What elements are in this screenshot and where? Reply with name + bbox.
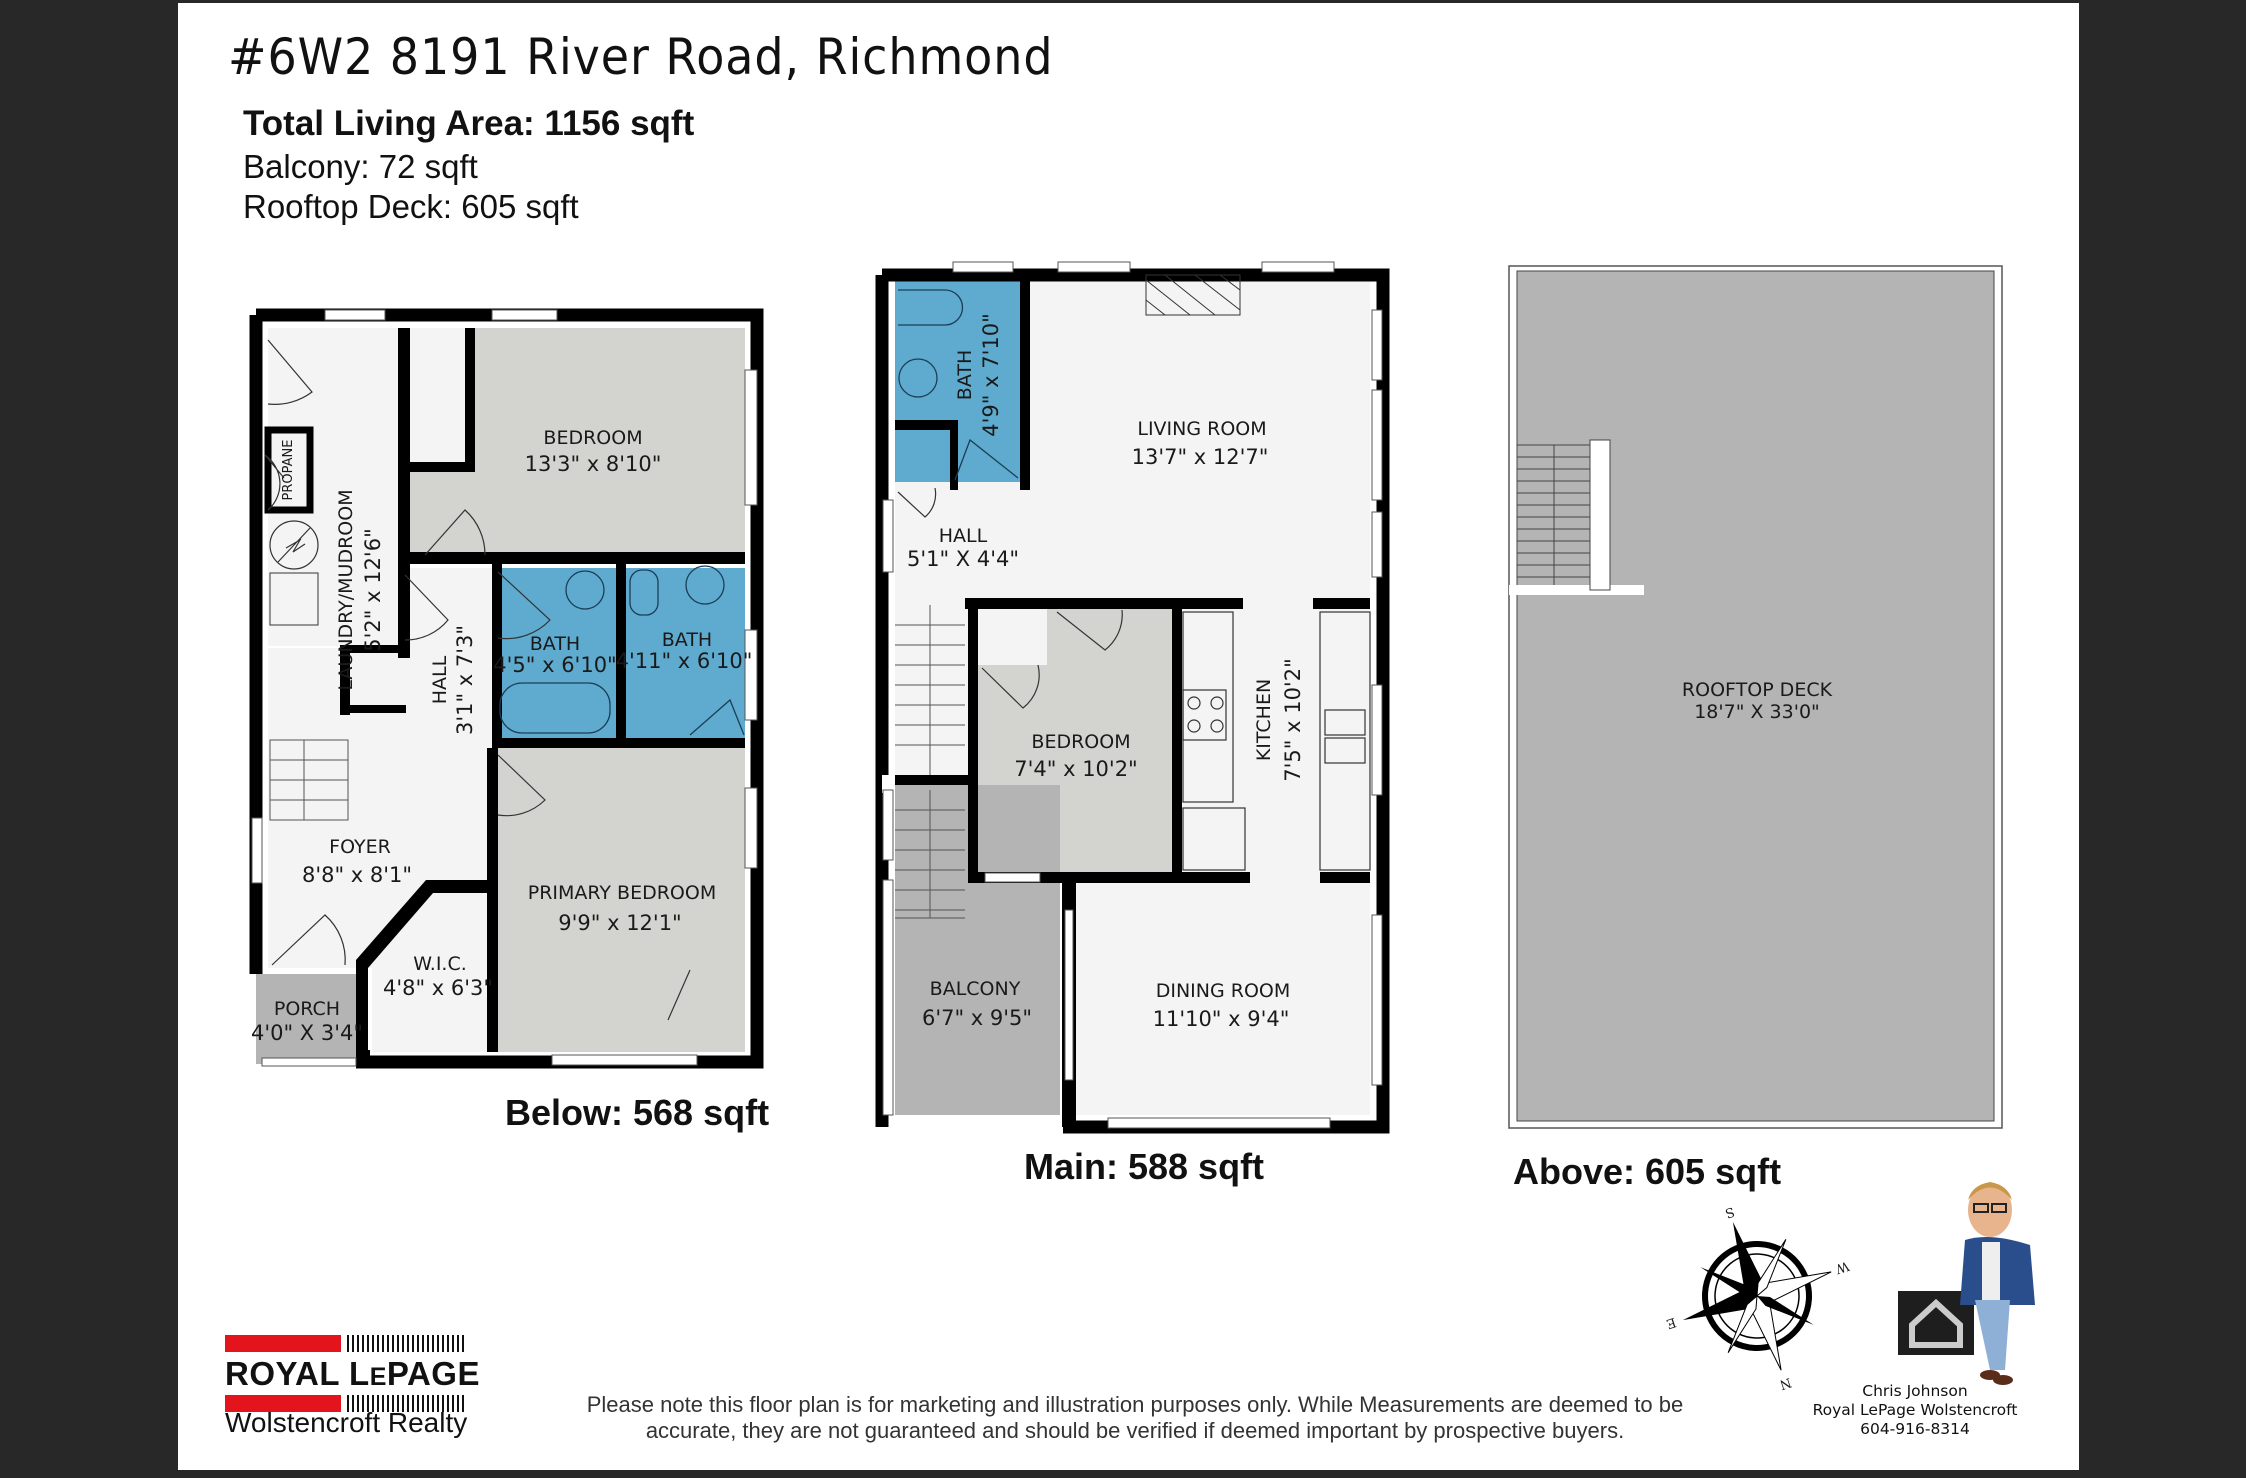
main-kitchen-dims: 7'5" x 10'2" xyxy=(1281,658,1305,781)
compass-w: W xyxy=(1833,1258,1851,1277)
main-bedroom-name: BEDROOM xyxy=(1031,731,1130,753)
main-bath-name: BATH xyxy=(954,350,976,400)
room-laundry-name: LAUNDRY/MUDROOM xyxy=(335,489,357,690)
disclaimer-line-2: accurate, they are not guaranteed and sh… xyxy=(645,1418,1625,1443)
room-laundry-dims: 5'2" x 12'6" xyxy=(361,528,385,651)
propane-label: PROPANE xyxy=(281,440,296,501)
room-primary-bedroom-dims: 9'9" x 12'1" xyxy=(558,911,681,935)
room-bedroom-name: BEDROOM xyxy=(543,427,642,449)
rooftop-deck-name: ROOFTOP DECK xyxy=(1682,679,1833,701)
property-address-title: #6W2 8191 River Road, Richmond xyxy=(228,28,1054,86)
main-bath-dims: 4'9" x 7'10" xyxy=(979,313,1003,436)
room-bedroom-dims: 13'3" x 8'10" xyxy=(525,452,662,476)
agent-info: Chris Johnson Royal LePage Wolstencroft … xyxy=(1790,1382,2040,1439)
room-porch-dims: 4'0" X 3'4" xyxy=(251,1021,363,1045)
logo-brand-name: ROYAL LEPAGE xyxy=(225,1355,480,1392)
room-foyer-name: FOYER xyxy=(329,836,391,858)
main-kitchen-name: KITCHEN xyxy=(1253,679,1275,761)
room-hall-dims: 3'1" x 7'3" xyxy=(453,625,477,735)
main-hall-dims: 5'1" X 4'4" xyxy=(907,547,1019,571)
main-dining-room-name: DINING ROOM xyxy=(1156,980,1291,1002)
room-primary-bedroom-name: PRIMARY BEDROOM xyxy=(528,882,716,904)
above-floor-area: Above: 605 sqft xyxy=(1513,1151,1782,1192)
below-floor-area: Below: 568 sqft xyxy=(505,1092,770,1133)
logo-stripes-bottom xyxy=(347,1395,465,1412)
room-bath2-dims: 4'11" x 6'10" xyxy=(616,649,753,673)
compass-e: E xyxy=(1664,1314,1678,1331)
total-living-area: Total Living Area: 1156 sqft xyxy=(243,104,695,143)
logo-red-bar-top xyxy=(225,1335,341,1352)
room-foyer-dims: 8'8" x 8'1" xyxy=(302,863,412,887)
logo-stripes-top xyxy=(347,1335,465,1352)
above-floor-plan: ROOFTOP DECK 18'7" X 33'0" xyxy=(1508,265,2003,1129)
rooftop-deck-dims: 18'7" X 33'0" xyxy=(1694,701,1820,723)
main-hall-name: HALL xyxy=(939,525,988,547)
agent-phone: 604-916-8314 xyxy=(1860,1420,1970,1438)
room-porch-name: PORCH xyxy=(274,998,340,1020)
main-bedroom-dims: 7'4" x 10'2" xyxy=(1014,757,1137,781)
room-wic-name: W.I.C. xyxy=(413,953,467,975)
room-bath2-name: BATH xyxy=(662,629,712,651)
balcony-area: Balcony: 72 sqft xyxy=(243,148,478,185)
below-floor-plan: LAUNDRY/MUDROOM 5'2" x 12'6" PROPANE BED… xyxy=(249,308,764,1069)
room-wic-dims: 4'8" x 6'3" xyxy=(383,976,493,1000)
main-dining-room-dims: 11'10" x 9'4" xyxy=(1153,1007,1290,1031)
agent-avatar xyxy=(1898,1182,2035,1385)
compass-s: S xyxy=(1723,1203,1736,1220)
room-bath1-dims: 4'5" x 6'10" xyxy=(493,653,616,677)
main-balcony-dims: 6'7" x 9'5" xyxy=(922,1006,1032,1030)
disclaimer-line-1: Please note this floor plan is for marke… xyxy=(586,1392,1684,1417)
room-bath1-name: BATH xyxy=(530,633,580,655)
agent-brokerage: Royal LePage Wolstencroft xyxy=(1812,1401,2018,1419)
rooftop-deck-area: Rooftop Deck: 605 sqft xyxy=(243,188,579,225)
main-balcony-name: BALCONY xyxy=(930,978,1021,1000)
main-living-room-dims: 13'7" x 12'7" xyxy=(1132,445,1269,469)
main-floor-area: Main: 588 sqft xyxy=(1024,1146,1265,1187)
agent-name: Chris Johnson xyxy=(1862,1382,1968,1400)
main-living-room-name: LIVING ROOM xyxy=(1137,418,1266,440)
room-hall-name: HALL xyxy=(429,655,451,704)
compass-n: N xyxy=(1778,1374,1793,1392)
logo-office-name: Wolstencroft Realty xyxy=(225,1407,468,1438)
logo-red-bar-bottom xyxy=(225,1395,341,1412)
main-floor-plan: BATH 4'9" x 7'10" LIVING ROOM 13'7" x 12… xyxy=(875,261,1390,1134)
disclaimer-text: Please note this floor plan is for marke… xyxy=(560,1392,1710,1444)
compass-rose-icon: S N E W xyxy=(1664,1203,1851,1392)
